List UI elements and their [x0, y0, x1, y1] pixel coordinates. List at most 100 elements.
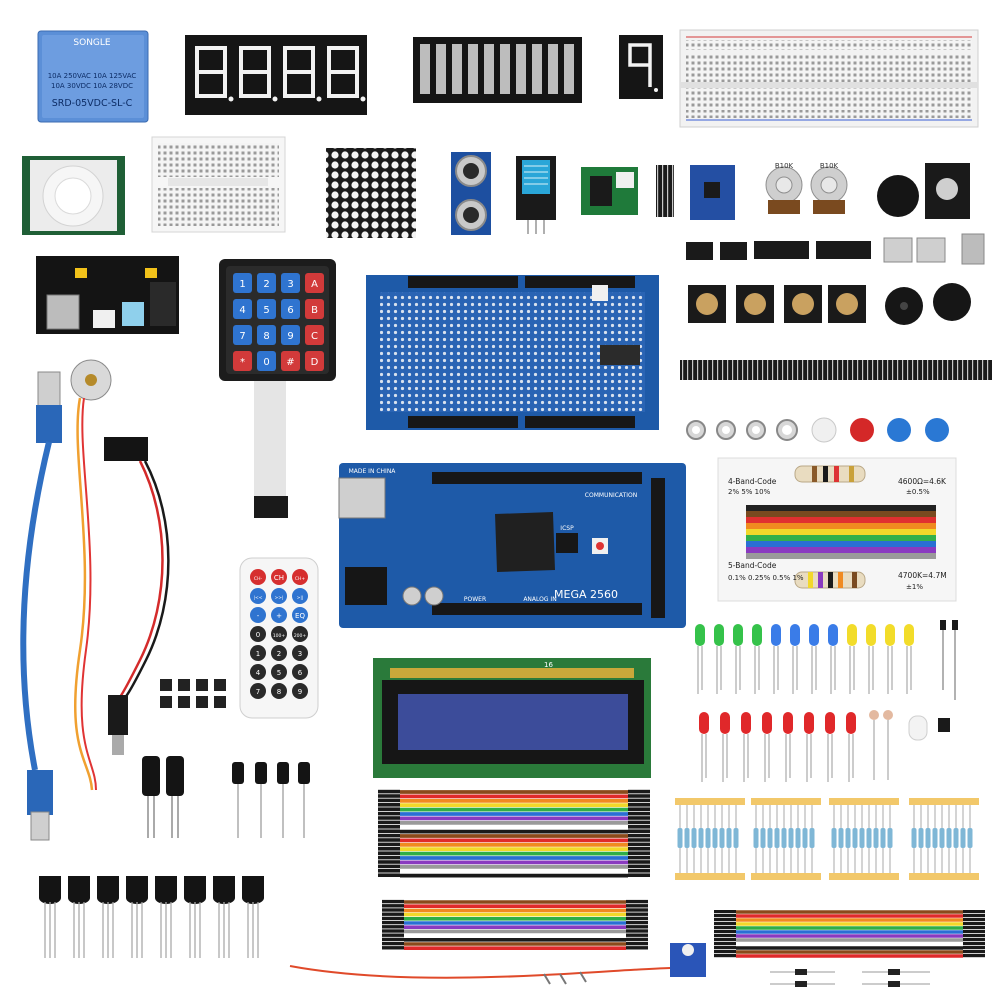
- led: [809, 624, 819, 646]
- keypad-key: [233, 325, 252, 345]
- jumper-connector: [626, 904, 648, 908]
- jumper-connector: [382, 941, 404, 946]
- jumper-connector: [714, 934, 736, 938]
- resistor: [712, 828, 718, 848]
- resistor: [911, 828, 917, 848]
- remote-key: [250, 645, 266, 661]
- five-band-title: 5-Band-Code: [728, 561, 777, 570]
- resistor: [953, 828, 959, 848]
- keypad-key-label: C: [311, 331, 318, 342]
- remote-key: [271, 588, 287, 604]
- remote-key-label: 2: [277, 650, 281, 658]
- resistor: [880, 828, 886, 848]
- jumper-connector: [378, 807, 400, 811]
- relay-spec-line1: 10A 250VAC 10A 125VAC: [48, 72, 137, 80]
- remote-key: [271, 607, 287, 623]
- pin-header-strip: [680, 360, 992, 380]
- resistor-tape: [675, 873, 745, 880]
- remote-key: [250, 569, 266, 585]
- transistor: [126, 876, 148, 904]
- jumper-connector: [628, 864, 650, 869]
- jumper-connector: [378, 816, 400, 820]
- keypad-key-label: D: [311, 357, 319, 368]
- relay-module: [37, 30, 149, 123]
- four-band-title: 4-Band-Code: [728, 477, 777, 486]
- jumper-connector: [628, 838, 650, 842]
- mega-board-made-in: MADE IN CHINA: [349, 468, 397, 475]
- resistor: [925, 828, 931, 848]
- single-digit-seven-segment-display: [619, 35, 663, 99]
- jumper-connector: [963, 934, 985, 938]
- relay-model: SRD-05VDC-SL-C: [52, 98, 133, 109]
- resistor-tape: [909, 798, 979, 805]
- joystick-module: [877, 163, 970, 219]
- mega-board-communication: COMMUNICATION: [585, 492, 637, 499]
- remote-key: [271, 645, 287, 661]
- remote-key-label: 5: [277, 669, 281, 677]
- jumper-connector: [963, 950, 985, 954]
- led: [752, 624, 762, 646]
- jumper-connector: [963, 938, 985, 942]
- photoresistor: [869, 710, 879, 720]
- prototype-shield: [366, 275, 659, 430]
- resistor: [939, 828, 945, 848]
- resistor: [845, 828, 851, 848]
- led: [771, 624, 781, 646]
- resistor: [684, 828, 690, 848]
- remote-key-label: 100+: [273, 633, 286, 639]
- jumper-connector: [963, 930, 985, 934]
- jumper-connector: [382, 904, 404, 908]
- four-band-tolerances: 2% 5% 10%: [728, 488, 771, 496]
- remote-key-label: CH-: [254, 576, 263, 582]
- jumper-connector: [628, 816, 650, 820]
- jumper-connector: [626, 908, 648, 912]
- jumper-connector: [626, 920, 648, 925]
- led: [904, 624, 914, 646]
- resistor: [733, 828, 739, 848]
- rgb-led: [908, 715, 928, 741]
- resistor: [946, 828, 952, 848]
- remote-key-label: >>|: [274, 595, 283, 601]
- mega-board-model: MEGA 2560: [554, 588, 618, 601]
- led: [828, 624, 838, 646]
- transistor: [213, 876, 235, 904]
- jumper-connector: [626, 916, 648, 921]
- remote-key-label: 0: [256, 631, 260, 639]
- jumper-connector: [628, 873, 650, 877]
- resistor: [960, 828, 966, 848]
- mega-2560-board: [338, 463, 686, 628]
- jumper-connector: [626, 941, 648, 946]
- jumper-connector: [378, 789, 400, 794]
- led: [846, 712, 856, 734]
- jumper-connector: [378, 794, 400, 798]
- jumper-connector: [378, 825, 400, 829]
- resistor: [932, 828, 938, 848]
- jumper-wire-bundles: [378, 789, 985, 958]
- keypad-key: [257, 325, 276, 345]
- remote-key: [250, 588, 266, 604]
- jumper-connector: [714, 910, 736, 914]
- resistor: [838, 828, 844, 848]
- resistor: [691, 828, 697, 848]
- jumper-connector: [628, 807, 650, 811]
- jumper-connector: [378, 864, 400, 869]
- jumper-connector: [963, 910, 985, 914]
- jumper-connector: [382, 912, 404, 916]
- resistor: [852, 828, 858, 848]
- tactile-buttons: [688, 285, 866, 323]
- mega-board-power: POWER: [464, 596, 486, 603]
- resistor: [918, 828, 924, 848]
- resistor: [859, 828, 865, 848]
- jumper-connector: [378, 851, 400, 855]
- remote-key-label: 7: [256, 688, 260, 696]
- led: [699, 712, 709, 734]
- sensor-head: [940, 620, 946, 630]
- keypad-key: [305, 325, 324, 345]
- remote-key: [250, 607, 266, 623]
- jumper-connector: [378, 820, 400, 825]
- remote-key-label: +: [276, 612, 282, 620]
- jumper-connector: [628, 847, 650, 851]
